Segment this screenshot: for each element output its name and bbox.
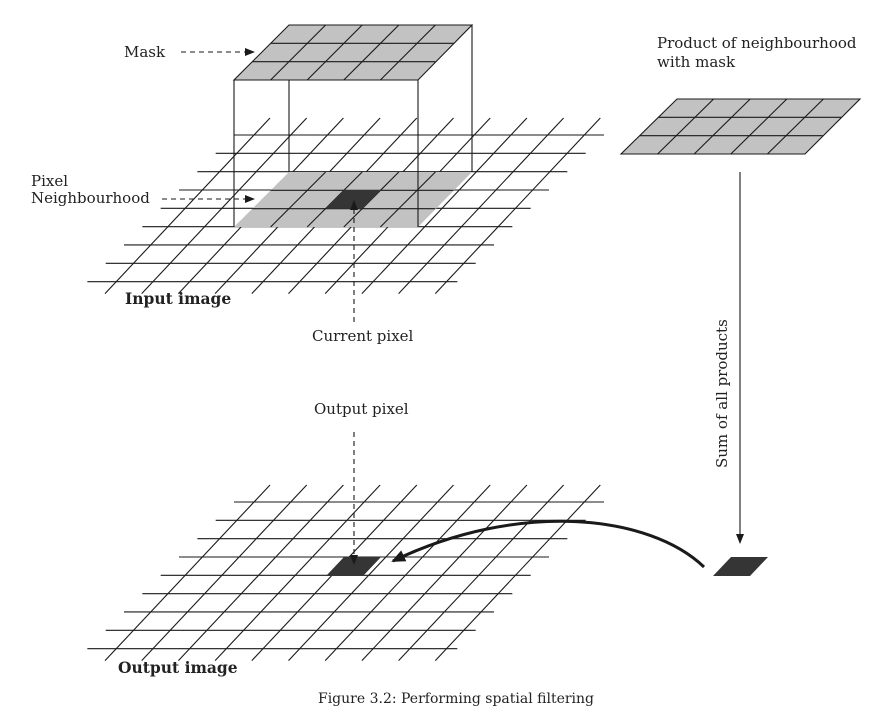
output-grid-column-line [434, 484, 601, 662]
output-image-label: Output image [118, 658, 238, 677]
product-grid-column-line [767, 98, 824, 155]
mask-grid-fill [232, 24, 474, 81]
input-grid-column-line [141, 117, 308, 295]
pixel-label-line1: Pixel [31, 172, 68, 190]
mask-grid-column-line [343, 24, 400, 81]
output-pixel-cell [326, 557, 381, 576]
product-grid-column-line [657, 98, 714, 155]
product-label-line1: Product of neighbourhood [657, 34, 857, 52]
output-image-grid [87, 484, 604, 662]
product-grid-lines [639, 98, 842, 155]
sum-products-label: Sum of all products [713, 319, 731, 468]
output-pixel-label: Output pixel [314, 400, 409, 418]
output-grid-column-line [177, 484, 344, 662]
input-grid-column-line [434, 117, 601, 295]
pixel-label-line2: Neighbourhood [31, 189, 150, 207]
input-grid-column-line [398, 117, 565, 295]
mask-grid-column-line [306, 24, 363, 81]
input-grid-column-line [104, 117, 271, 295]
product-grid-column-line [730, 98, 788, 155]
neighbourhood-grid-column-line [270, 171, 326, 228]
output-grid-column-line [214, 484, 381, 662]
input-grid-column-line [361, 117, 528, 295]
product-grid-fill [619, 98, 862, 155]
mask-grid-lines [252, 24, 454, 81]
figure-caption: Figure 3.2: Performing spatial filtering [318, 691, 594, 707]
result-transfer-arrow [391, 519, 706, 569]
output-grid-column-line [361, 484, 528, 662]
neighbourhood-grid-column-line [380, 171, 436, 228]
output-grid-column-line [104, 484, 271, 662]
product-grid-column-line [693, 98, 751, 155]
mask-grid-column-line [270, 24, 326, 81]
current-pixel-cell [326, 190, 381, 208]
output-grid-column-line [141, 484, 308, 662]
sum-result-cell [713, 557, 768, 576]
output-grid-column-line [398, 484, 565, 662]
input-image-label: Input image [125, 289, 231, 308]
mask-grid-column-line [380, 24, 436, 81]
current-pixel-label: Current pixel [312, 327, 414, 345]
output-grid-column-line [288, 484, 454, 662]
mask-label: Mask [124, 43, 166, 61]
product-label-line2: with mask [657, 53, 736, 71]
output-grid-column-line [324, 484, 491, 662]
